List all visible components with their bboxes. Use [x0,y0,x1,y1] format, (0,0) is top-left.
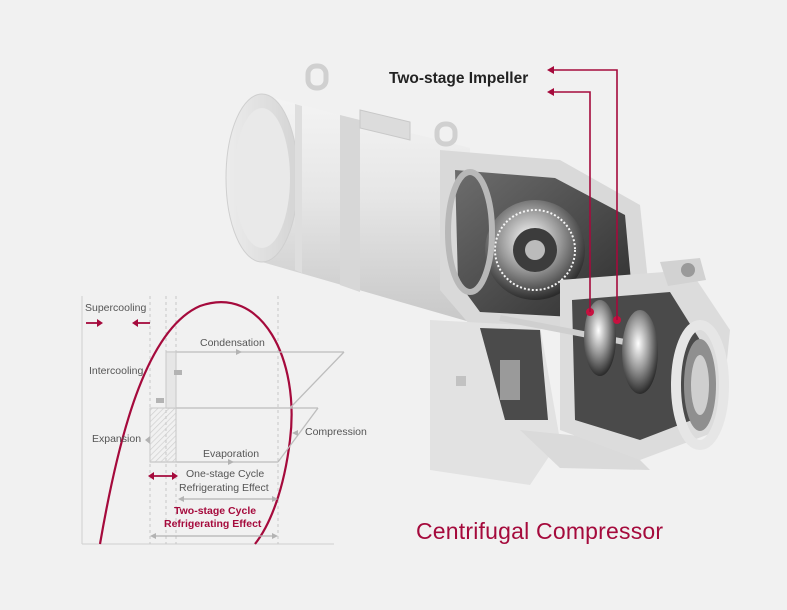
gain-arrow [148,472,178,480]
guide-lines [149,296,279,544]
expansion-hatch [149,407,177,463]
compressor-base [430,320,650,485]
one-stage-arrow [178,496,278,502]
saturation-dome [98,301,293,545]
cycle-lines [150,351,345,463]
flow-arrows [145,349,298,465]
intercool-block [165,351,177,409]
label-supercooling: Supercooling [85,302,147,314]
label-intercooling: Intercooling [89,365,144,377]
callout-label: Two-stage Impeller [389,70,529,87]
label-one-stage-2: Refrigerating Effect [179,482,269,494]
label-compression: Compression [305,426,367,438]
label-expansion: Expansion [92,433,142,445]
page-title: Centrifugal Compressor [416,518,664,544]
two-stage-arrow [150,533,278,539]
impeller-section [499,258,730,460]
impeller-callout-lines [547,66,618,320]
motor-housing [225,63,470,322]
label-two-stage-1: Two-stage Cycle [174,505,257,517]
supercooling-arrows [86,319,150,327]
label-condensation: Condensation [200,337,265,349]
label-one-stage-1: One-stage Cycle [186,468,265,480]
label-evaporation: Evaporation [203,448,260,460]
label-two-stage-2: Refrigerating Effect [164,518,262,530]
